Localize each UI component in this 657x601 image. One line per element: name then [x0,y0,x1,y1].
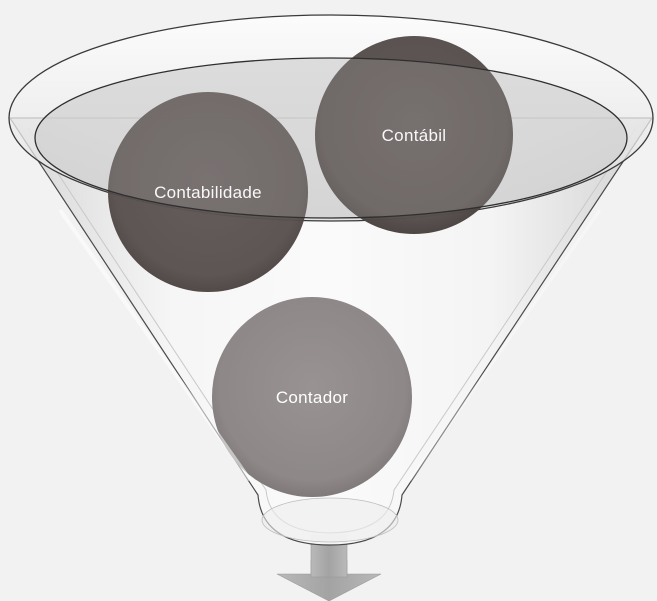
funnel-highlight-left [58,208,252,482]
ball-label-contabilidade: Contabilidade [154,183,262,202]
ball-contabilidade: Contabilidade [108,92,308,292]
ball-label-contador: Contador [276,388,348,407]
ball-contabil: Contábil [315,36,513,234]
funnel-spout [261,497,399,543]
funnel-opening-edge [34,57,628,219]
ball-label-contabil: Contábil [382,126,447,145]
funnel-highlight-right [408,209,602,481]
ball-contador: Contador [212,297,412,497]
